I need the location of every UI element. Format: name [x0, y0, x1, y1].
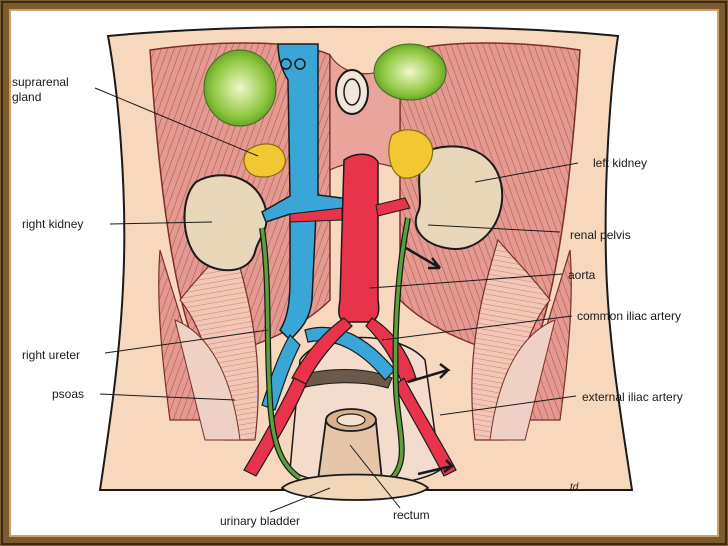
esophageal-hiatus	[335, 69, 369, 115]
aorta	[338, 153, 380, 323]
label-urinary-bladder: urinary bladder	[220, 514, 300, 528]
leader-external-iliac	[439, 395, 577, 416]
label-common-iliac-artery: common iliac artery	[577, 309, 681, 323]
label-suprarenal-gland-2: gland	[12, 90, 41, 104]
arrow-marker	[417, 459, 455, 476]
label-psoas: psoas	[52, 387, 84, 401]
leader-aorta	[369, 273, 563, 289]
label-rectum: rectum	[393, 508, 430, 522]
inferior-vena-cava	[261, 43, 361, 342]
label-aorta: aorta	[568, 268, 596, 282]
label-renal-pelvis: renal pelvis	[570, 228, 631, 242]
external-iliac-artery-left	[393, 377, 457, 477]
leader-right-kidney	[109, 221, 213, 225]
leader-common-iliac	[381, 315, 573, 341]
renal-artery-left	[375, 197, 411, 217]
leader-left-kidney	[474, 162, 579, 183]
sacrum-ledge	[297, 369, 393, 389]
urinary-bladder	[280, 473, 430, 501]
label-suprarenal-gland: suprarenal	[12, 75, 69, 89]
right-kidney	[183, 174, 268, 272]
leader-suprarenal	[94, 87, 259, 157]
leader-psoas	[99, 393, 236, 401]
iliacus-right	[174, 319, 241, 441]
renal-artery-right	[289, 207, 343, 223]
green-gland-left	[373, 43, 447, 101]
label-external-iliac-artery: external iliac artery	[582, 390, 683, 404]
right-suprarenal-gland	[243, 143, 286, 178]
leader-urinary-bladder	[269, 487, 331, 513]
label-left-kidney: left kidney	[593, 156, 647, 170]
left-kidney	[415, 145, 504, 251]
abdomen-anatomy-diagram: suprarenal gland right kidney right uret…	[12, 25, 683, 528]
arrow-marker	[405, 246, 441, 270]
green-gland-right	[203, 49, 277, 127]
label-right-kidney: right kidney	[22, 217, 83, 231]
arrow-marker	[407, 363, 451, 384]
iliacus-left	[489, 319, 556, 441]
leader-renal-pelvis	[427, 224, 561, 233]
label-right-ureter: right ureter	[22, 348, 80, 362]
leader-rectum	[349, 444, 401, 509]
left-suprarenal-gland	[388, 129, 434, 179]
artist-signature: td	[570, 482, 579, 493]
leader-right-ureter	[104, 329, 269, 354]
